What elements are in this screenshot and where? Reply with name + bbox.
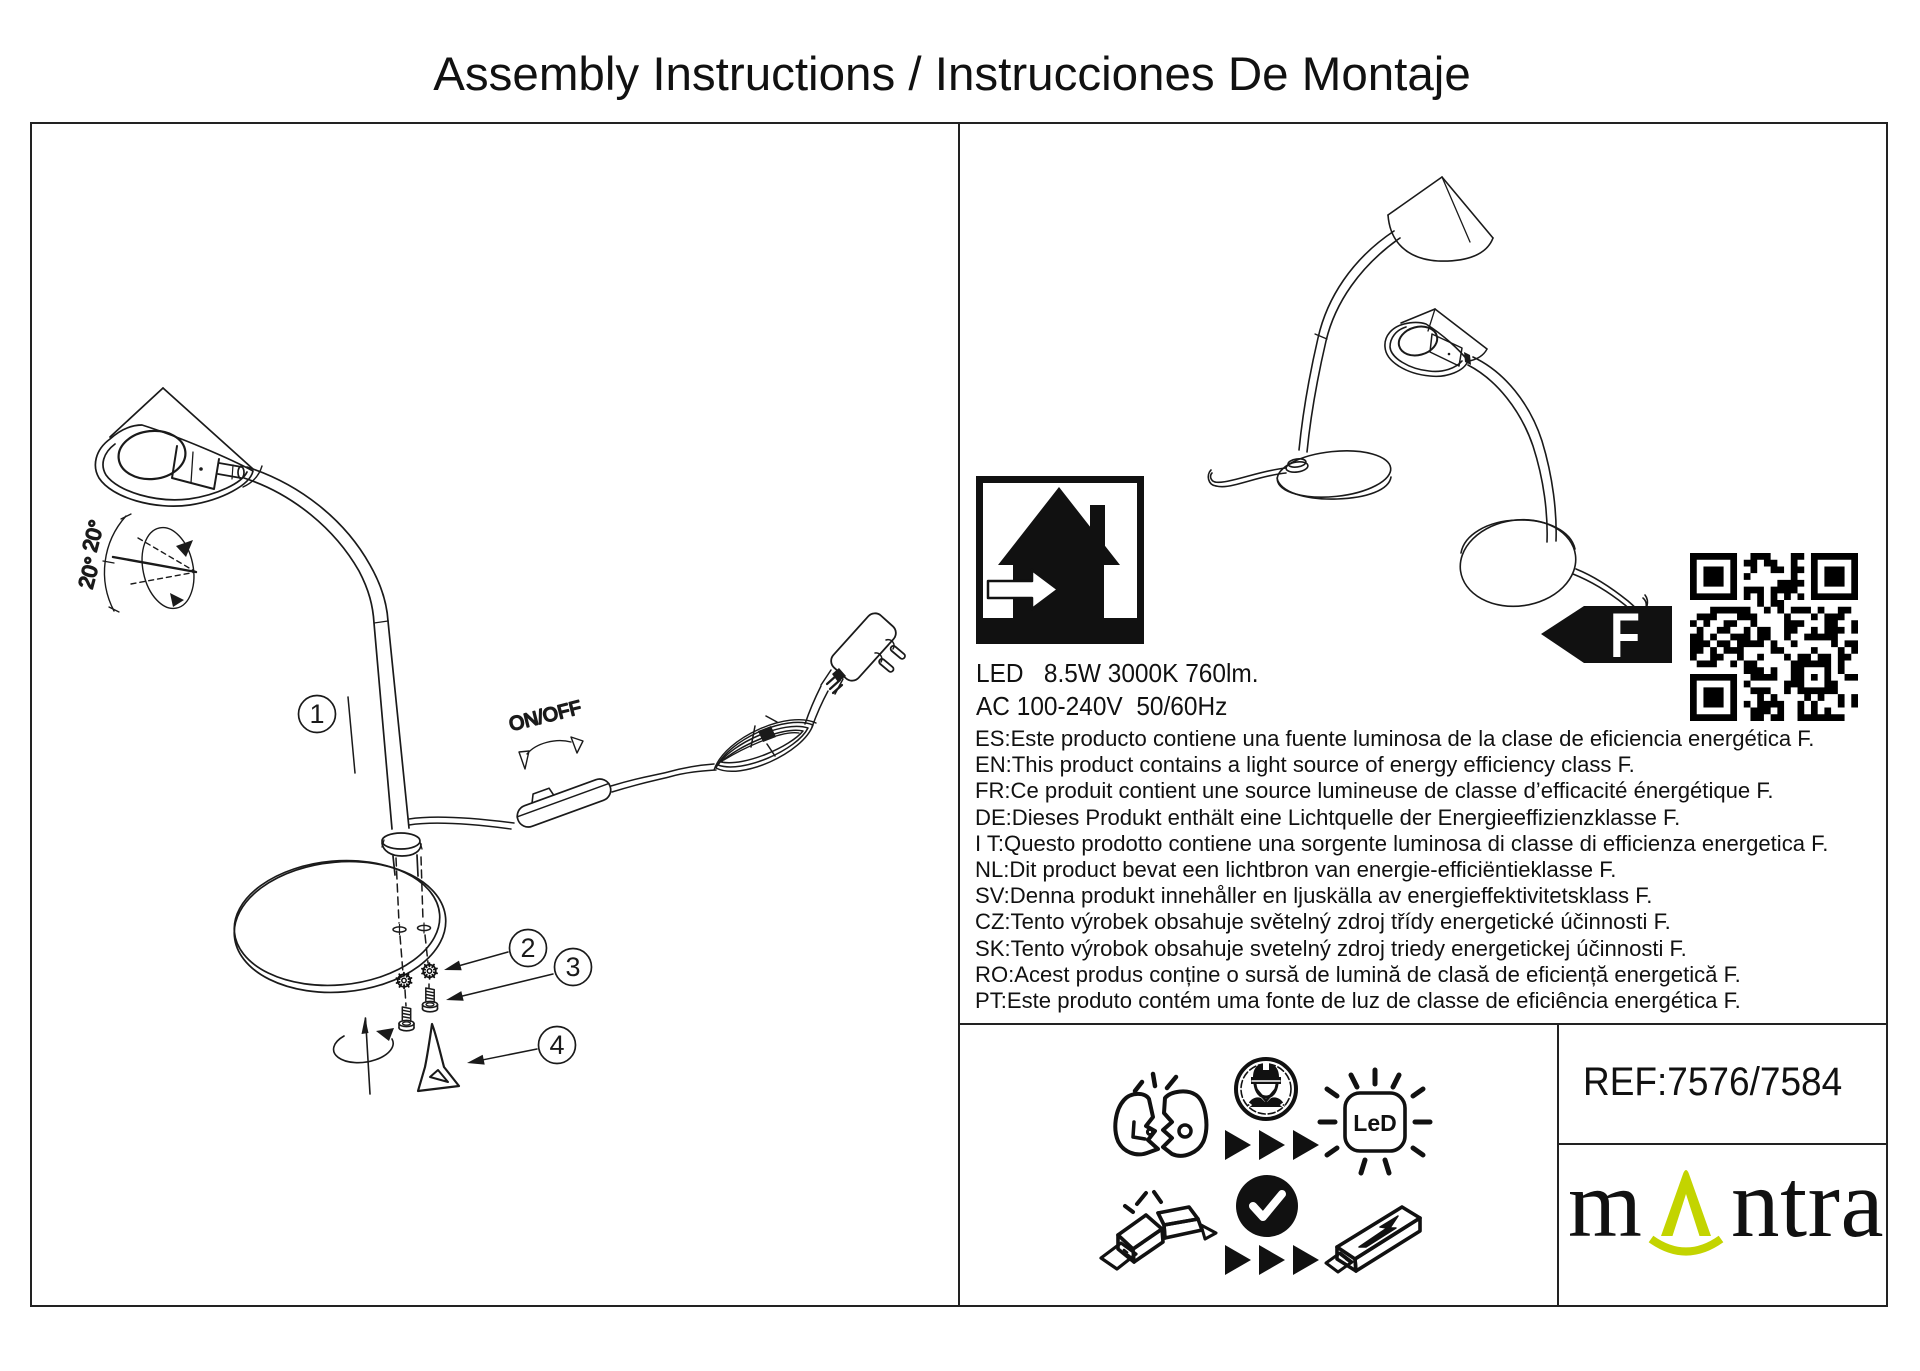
svg-text:20°: 20° xyxy=(79,518,109,555)
svg-text:20°: 20° xyxy=(75,555,105,592)
svg-text:LeD: LeD xyxy=(1353,1110,1396,1136)
svg-text:2: 2 xyxy=(520,933,535,963)
svg-text:m: m xyxy=(1568,1151,1642,1257)
svg-text:ntra: ntra xyxy=(1731,1150,1884,1257)
svg-text:ON/OFF: ON/OFF xyxy=(507,697,584,736)
svg-text:F: F xyxy=(1610,600,1640,670)
svg-text:4: 4 xyxy=(549,1030,564,1060)
svg-text:1: 1 xyxy=(309,699,324,729)
svg-text:3: 3 xyxy=(565,952,580,982)
